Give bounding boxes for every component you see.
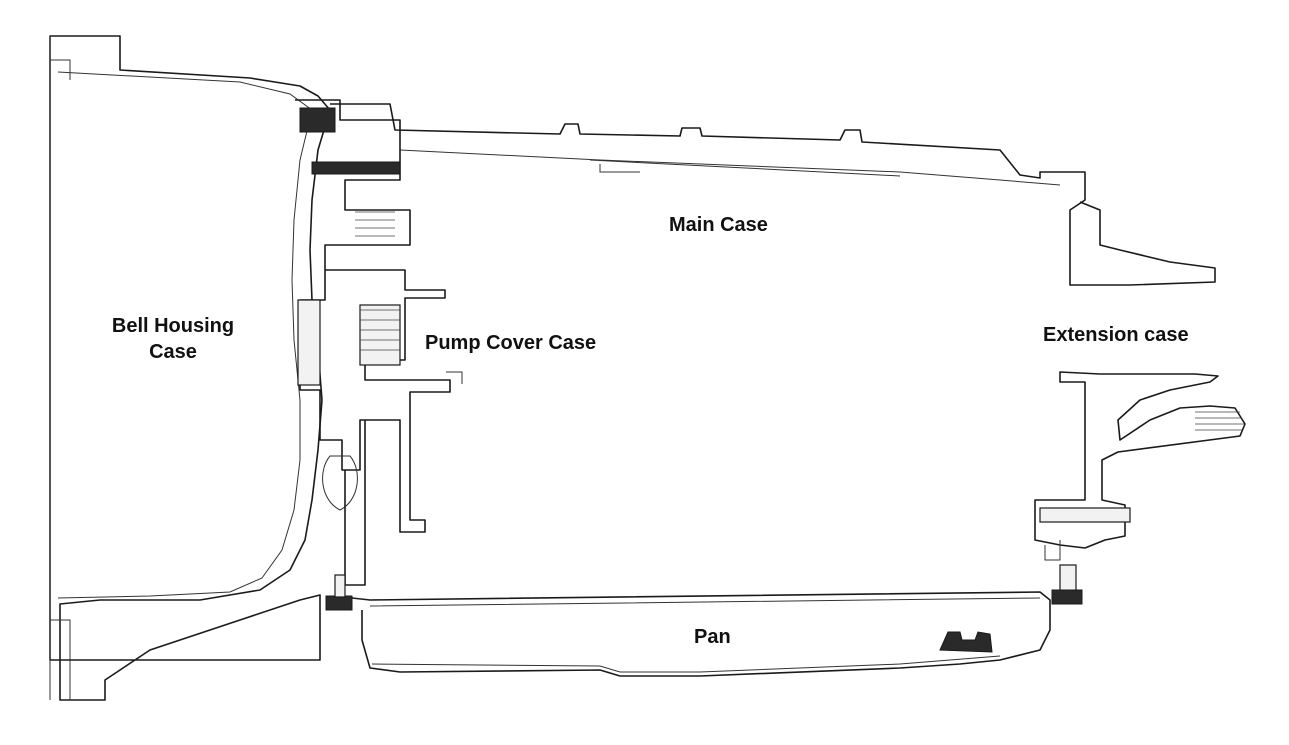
pump-rotor-left (297, 299, 321, 386)
lower-joint (344, 420, 366, 586)
extension-lower-flange (1044, 540, 1061, 561)
pump-cover-lip (446, 371, 463, 384)
bell-housing-inner-wall (57, 71, 313, 599)
extension-seal-hatch (1195, 411, 1244, 431)
extension-bolt-head (1051, 589, 1083, 605)
main-case-inner-wall (399, 149, 1061, 186)
label-main-case: Main Case (669, 214, 768, 236)
main-case-top-wall (330, 103, 1216, 286)
pump-seal-ring (322, 455, 358, 511)
label-extension-case: Extension case (1043, 324, 1189, 346)
bell-housing-flange-steps (50, 59, 71, 700)
pan-inner (369, 597, 1041, 673)
label-bell-housing-case: Bell Housing Case (78, 313, 268, 365)
extension-case-outline (1034, 371, 1246, 549)
main-case-rib (589, 159, 901, 177)
pump-bolt-top (299, 107, 336, 133)
label-bell-housing-line2: Case (149, 341, 197, 363)
lower-bolt (325, 595, 353, 611)
label-pump-cover-case: Pump Cover Case (425, 332, 597, 354)
label-pan: Pan (694, 626, 731, 648)
bell-housing-outline (49, 35, 331, 701)
label-bell-housing-line1: Bell Housing (111, 315, 235, 337)
pump-cover-case-outline (295, 99, 451, 533)
extension-bolt (1039, 507, 1131, 523)
lower-bolt-shank (334, 574, 346, 598)
pan-magnet (939, 631, 993, 653)
pump-gear-block (359, 304, 401, 366)
pan-outline (351, 591, 1051, 677)
pump-hatch-1 (360, 309, 400, 351)
pump-bolt-mid (311, 161, 401, 175)
pump-bolt-hatch (355, 211, 395, 237)
